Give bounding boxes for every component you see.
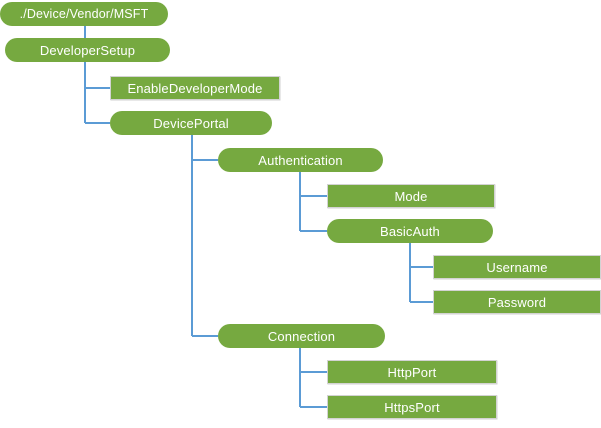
node-root[interactable]: ./Device/Vendor/MSFT [0, 2, 168, 26]
node-deviceportal[interactable]: DevicePortal [110, 111, 272, 135]
node-enabledevelopermode[interactable]: EnableDeveloperMode [110, 76, 280, 100]
node-httpport[interactable]: HttpPort [327, 360, 497, 384]
node-authentication[interactable]: Authentication [218, 148, 383, 172]
node-connection[interactable]: Connection [218, 324, 385, 348]
node-basicauth[interactable]: BasicAuth [327, 219, 493, 243]
node-password[interactable]: Password [433, 290, 601, 314]
node-username[interactable]: Username [433, 255, 601, 279]
node-developersetup[interactable]: DeveloperSetup [5, 38, 170, 62]
node-mode[interactable]: Mode [327, 184, 495, 208]
node-httpsport[interactable]: HttpsPort [327, 395, 497, 419]
